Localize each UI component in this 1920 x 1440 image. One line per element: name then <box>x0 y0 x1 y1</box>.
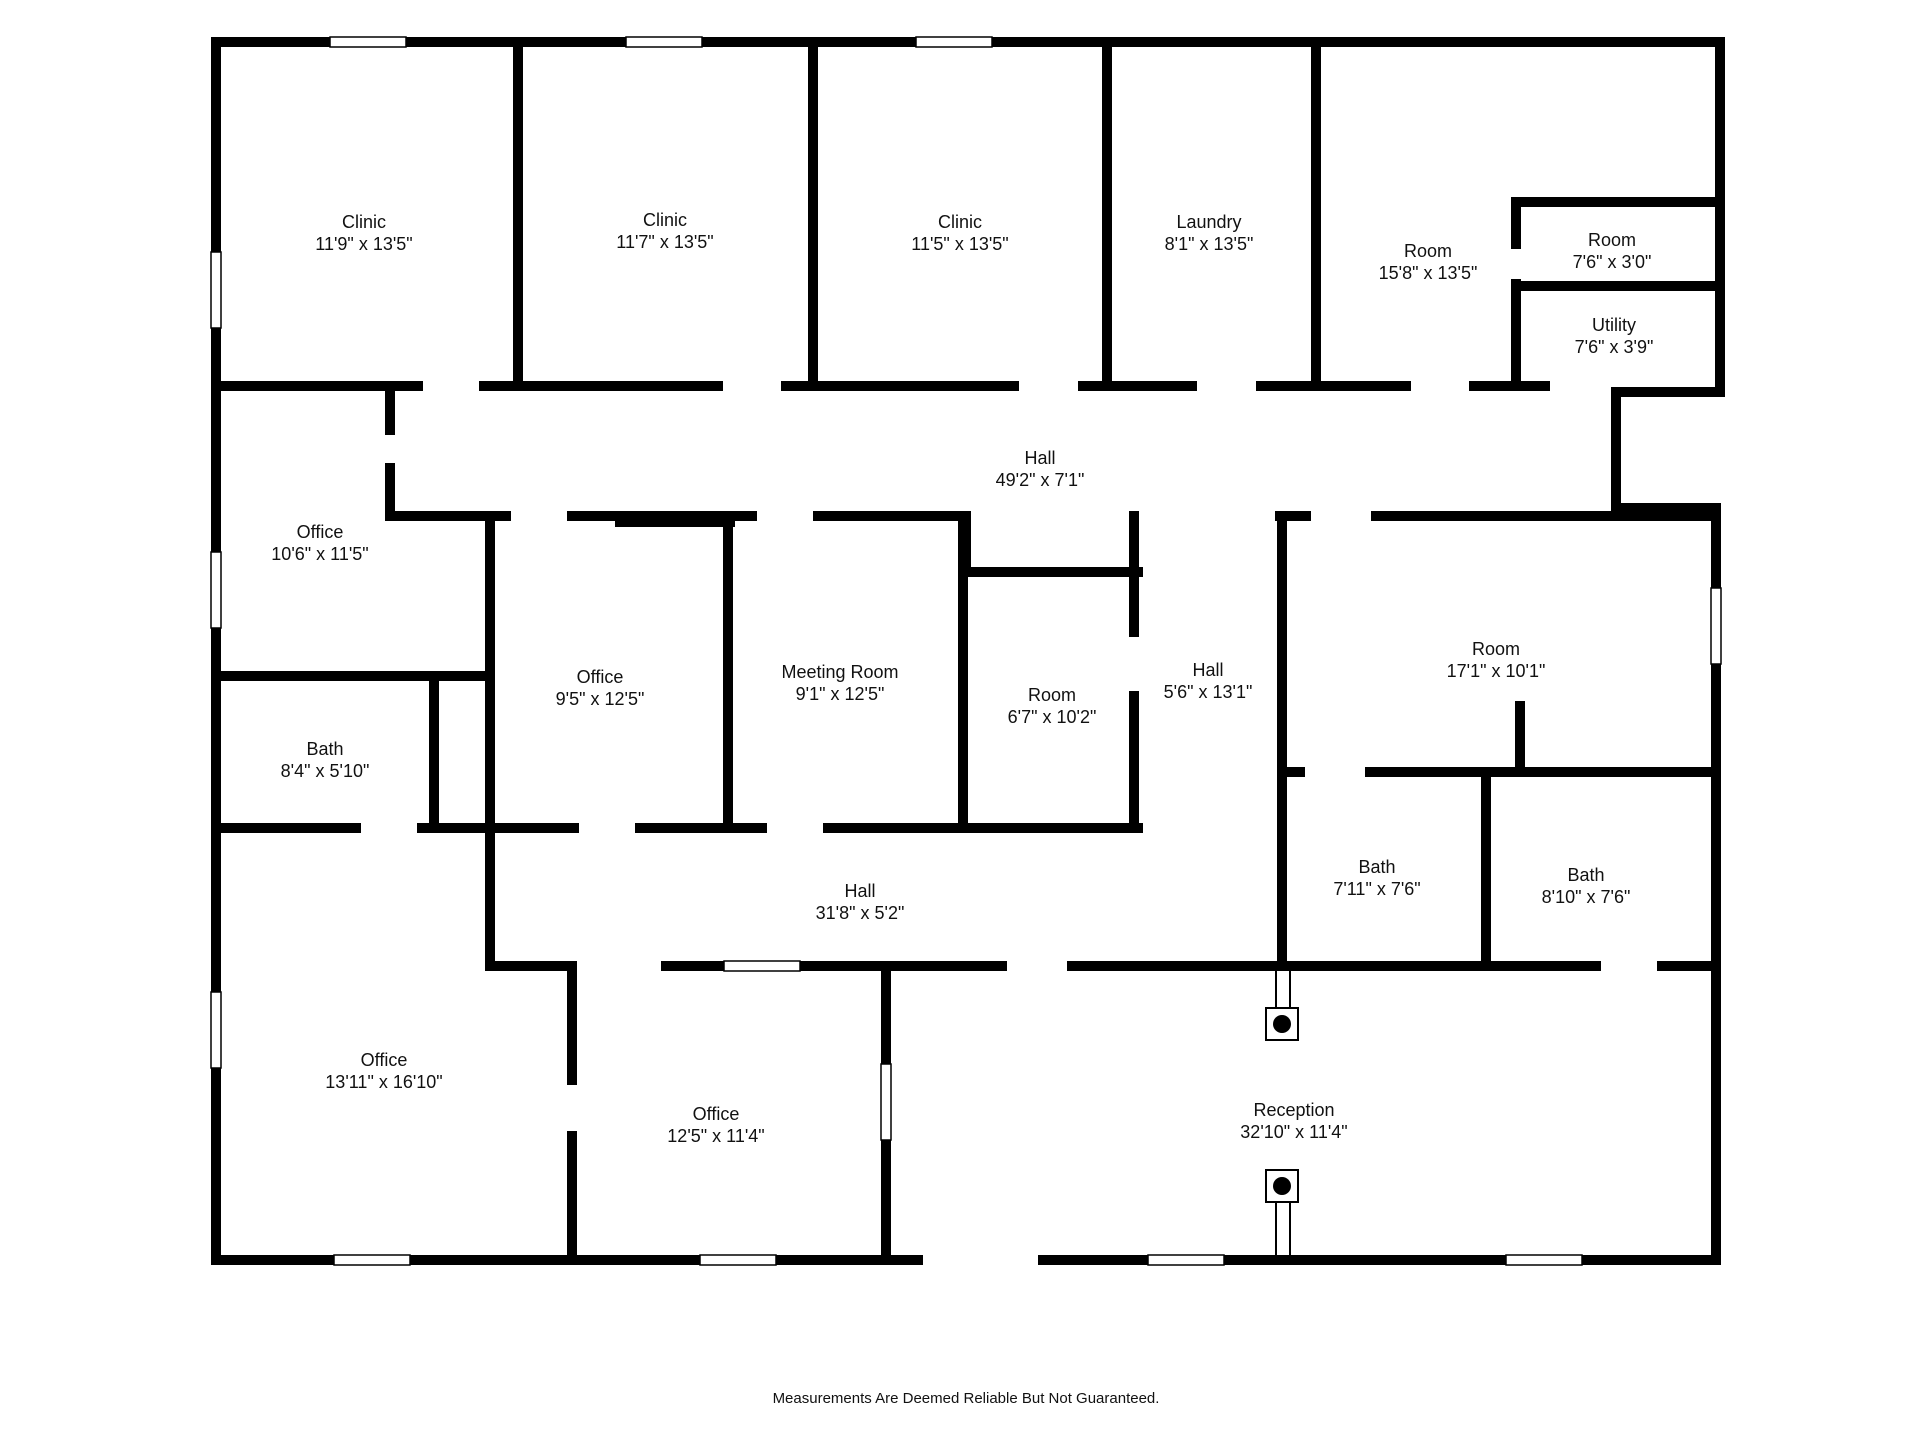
windows <box>210 36 1722 1266</box>
room-dimensions: 8'1" x 13'5" <box>1165 234 1254 254</box>
room-dimensions: 32'10" x 11'4" <box>1240 1122 1347 1142</box>
room-name: Hall <box>1192 660 1223 680</box>
room-name: Bath <box>1358 857 1395 877</box>
room-dimensions: 11'5" x 13'5" <box>911 234 1008 254</box>
room-dimensions: 49'2" x 7'1" <box>996 470 1085 490</box>
room-name: Room <box>1028 685 1076 705</box>
room-bath-left: Bath 8'4" x 5'10" <box>281 739 370 781</box>
room-name: Clinic <box>938 212 982 232</box>
room-office-bottom-left: Office 13'11" x 16'10" <box>325 1050 442 1092</box>
room-name: Clinic <box>643 210 687 230</box>
room-name: Office <box>693 1104 740 1124</box>
room-bath-right-2: Bath 8'10" x 7'6" <box>1542 865 1631 907</box>
room-dimensions: 5'6" x 13'1" <box>1164 682 1253 702</box>
room-dimensions: 15'8" x 13'5" <box>1379 263 1478 283</box>
room-name: Office <box>297 522 344 542</box>
room-utility: Utility 7'6" x 3'9" <box>1575 315 1654 357</box>
room-name: Bath <box>306 739 343 759</box>
room-clinic-1: Clinic 11'9" x 13'5" <box>315 212 412 254</box>
room-dimensions: 8'10" x 7'6" <box>1542 887 1631 907</box>
room-dimensions: 13'11" x 16'10" <box>325 1072 442 1092</box>
room-dimensions: 17'1" x 10'1" <box>1447 661 1546 681</box>
room-office-bottom-center: Office 12'5" x 11'4" <box>667 1104 764 1146</box>
room-dimensions: 10'6" x 11'5" <box>271 544 368 564</box>
room-name: Utility <box>1592 315 1636 335</box>
room-name: Meeting Room <box>781 662 898 682</box>
room-labels: Clinic 11'9" x 13'5" Clinic 11'7" x 13'5… <box>271 210 1653 1146</box>
room-office-center: Office 9'5" x 12'5" <box>556 667 645 709</box>
room-hall-main: Hall 49'2" x 7'1" <box>996 448 1085 490</box>
room-name: Clinic <box>342 212 386 232</box>
room-dimensions: 7'6" x 3'9" <box>1575 337 1654 357</box>
room-dimensions: 11'7" x 13'5" <box>616 232 713 252</box>
room-dimensions: 11'9" x 13'5" <box>315 234 412 254</box>
room-laundry: Laundry 8'1" x 13'5" <box>1165 212 1254 254</box>
room-meeting: Meeting Room 9'1" x 12'5" <box>781 662 898 704</box>
room-name: Office <box>361 1050 408 1070</box>
room-dimensions: 6'7" x 10'2" <box>1008 707 1097 727</box>
room-name: Hall <box>1024 448 1055 468</box>
room-name: Room <box>1472 639 1520 659</box>
room-name: Bath <box>1567 865 1604 885</box>
room-dimensions: 12'5" x 11'4" <box>667 1126 764 1146</box>
room-bath-right-1: Bath 7'11" x 7'6" <box>1333 857 1420 899</box>
room-large-upper-right: Room 15'8" x 13'5" <box>1379 241 1478 283</box>
room-hall-lower: Hall 31'8" x 5'2" <box>816 881 905 923</box>
room-small-center: Room 6'7" x 10'2" <box>1008 685 1097 727</box>
room-small-upper-right: Room 7'6" x 3'0" <box>1573 230 1652 272</box>
room-dimensions: 7'11" x 7'6" <box>1333 879 1420 899</box>
room-name: Office <box>577 667 624 687</box>
room-name: Room <box>1588 230 1636 250</box>
room-office-left: Office 10'6" x 11'5" <box>271 522 368 564</box>
room-dimensions: 31'8" x 5'2" <box>816 903 905 923</box>
room-name: Laundry <box>1176 212 1241 232</box>
room-name: Room <box>1404 241 1452 261</box>
room-right-middle: Room 17'1" x 10'1" <box>1447 639 1546 681</box>
room-dimensions: 9'5" x 12'5" <box>556 689 645 709</box>
reception-posts <box>1265 969 1299 1257</box>
disclaimer-text: Measurements Are Deemed Reliable But Not… <box>773 1390 1160 1407</box>
room-hall-vertical: Hall 5'6" x 13'1" <box>1164 660 1253 702</box>
room-reception: Reception 32'10" x 11'4" <box>1240 1100 1347 1142</box>
room-clinic-3: Clinic 11'5" x 13'5" <box>911 212 1008 254</box>
room-name: Hall <box>844 881 875 901</box>
room-dimensions: 9'1" x 12'5" <box>796 684 885 704</box>
room-dimensions: 7'6" x 3'0" <box>1573 252 1652 272</box>
room-name: Reception <box>1253 1100 1334 1120</box>
room-dimensions: 8'4" x 5'10" <box>281 761 370 781</box>
room-clinic-2: Clinic 11'7" x 13'5" <box>616 210 713 252</box>
